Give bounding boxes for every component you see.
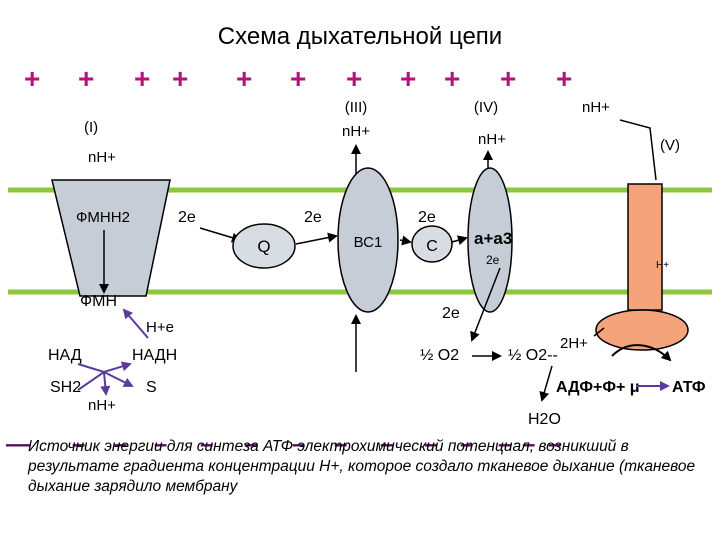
complex-1-fmn: ФМН bbox=[80, 293, 117, 310]
minus-sign: – bbox=[72, 431, 85, 458]
atp-synthase-proton: Н+ bbox=[656, 260, 669, 271]
complex-4-inner: a+a3 bbox=[474, 229, 512, 248]
complex-4-proton: nН+ bbox=[478, 131, 506, 148]
plus-sign: + bbox=[444, 63, 460, 94]
complex-3-inner: ВС1 bbox=[354, 234, 383, 251]
plus-sign: + bbox=[236, 63, 252, 94]
electron-arrow-2 bbox=[295, 232, 338, 245]
plus-signs-row: + + + + + + + + + + + bbox=[24, 63, 572, 94]
electron-label-2: 2e bbox=[304, 209, 322, 226]
complex-1-shape bbox=[51, 179, 171, 297]
s-label: S bbox=[146, 379, 157, 396]
complex-v-proton: nН+ bbox=[582, 99, 610, 116]
plus-sign: + bbox=[24, 63, 40, 94]
minus-sign: – bbox=[154, 431, 167, 458]
minus-sign: – bbox=[460, 431, 473, 458]
half-oxygen-label: ½ О2 bbox=[420, 347, 459, 364]
electron-label-3: 2e bbox=[418, 209, 436, 226]
minus-sign: – bbox=[244, 431, 257, 458]
plus-sign: + bbox=[556, 63, 572, 94]
plus-sign: + bbox=[500, 63, 516, 94]
atp-synthase-channel bbox=[627, 183, 663, 311]
minus-sign: – bbox=[292, 431, 305, 458]
matrix-proton-label: nН+ bbox=[88, 397, 116, 414]
nadh-label: НАДН bbox=[132, 347, 177, 364]
caption-text: Источник энергии для синтеза АТФ электро… bbox=[28, 438, 696, 495]
complex-4-label: (IV) bbox=[474, 99, 498, 116]
plus-sign: + bbox=[78, 63, 94, 94]
rotation-arrow-icon bbox=[611, 344, 672, 362]
proton-release-arrow bbox=[100, 371, 111, 396]
complex-v-connector-line bbox=[619, 119, 657, 181]
two-protons-label: 2Н+ bbox=[560, 335, 588, 352]
electron-label-1: 2e bbox=[178, 209, 196, 226]
minus-sign: – bbox=[424, 431, 437, 458]
complex-4-to-oxygen-arrow bbox=[470, 267, 501, 342]
complex-3-proton: nН+ bbox=[342, 123, 370, 140]
complex-3-label: (III) bbox=[345, 99, 368, 116]
water-formation-arrow bbox=[539, 365, 553, 402]
plus-sign: + bbox=[400, 63, 416, 94]
electron-arrow-1 bbox=[199, 227, 242, 243]
minus-sign: — bbox=[6, 431, 30, 458]
nadh-to-fmn-arrow bbox=[122, 308, 149, 339]
oxygen-anion-label: ½ О2-- bbox=[508, 347, 558, 364]
diagram-title: Схема дыхательной цепи bbox=[218, 23, 502, 50]
minus-sign: – bbox=[498, 431, 511, 458]
plus-sign: + bbox=[346, 63, 362, 94]
two-protons-connector bbox=[593, 327, 605, 337]
complex-1-proton: nН+ bbox=[88, 149, 116, 166]
electron-label-4: 2e bbox=[442, 305, 460, 322]
adp-label: АДФ+Ф+ μ bbox=[556, 379, 640, 396]
atp-synthase-head bbox=[595, 309, 689, 351]
complex-1-label: (I) bbox=[84, 119, 98, 136]
cytochrome-c-label: C bbox=[426, 238, 438, 255]
complex-v-label: (V) bbox=[660, 137, 680, 154]
atp-label: АТФ bbox=[672, 379, 706, 396]
ubiquinone-label: Q bbox=[257, 237, 270, 256]
minus-sign: – bbox=[200, 431, 213, 458]
plus-sign: + bbox=[134, 63, 150, 94]
minus-sign: – bbox=[334, 431, 347, 458]
sh2-label: SН2 bbox=[50, 379, 81, 396]
complex-4-shape bbox=[467, 167, 513, 313]
water-label: Н2О bbox=[528, 411, 561, 428]
plus-sign: + bbox=[290, 63, 306, 94]
electron-arrow-c bbox=[451, 235, 468, 246]
minus-sign: – bbox=[380, 431, 393, 458]
nad-label: НАД bbox=[48, 347, 82, 364]
nad-to-nadh-arrow bbox=[77, 361, 132, 374]
minus-sign: – bbox=[522, 431, 535, 458]
minus-sign: – bbox=[548, 431, 561, 458]
electron-arrow-3 bbox=[399, 235, 412, 246]
cytochrome-c-carrier bbox=[411, 225, 453, 263]
complex-3-shape bbox=[337, 167, 399, 313]
minus-sign: – bbox=[114, 431, 127, 458]
ubiquinone-carrier bbox=[232, 223, 296, 269]
h-plus-e-label: Н+е bbox=[146, 319, 174, 336]
plus-sign: + bbox=[172, 63, 188, 94]
complex-4-electrons: 2e bbox=[486, 253, 500, 267]
complex-1-fmnh2: ФМНН2 bbox=[76, 209, 130, 226]
minus-signs-row: — – – – – – – – – – – – – – bbox=[6, 431, 561, 458]
